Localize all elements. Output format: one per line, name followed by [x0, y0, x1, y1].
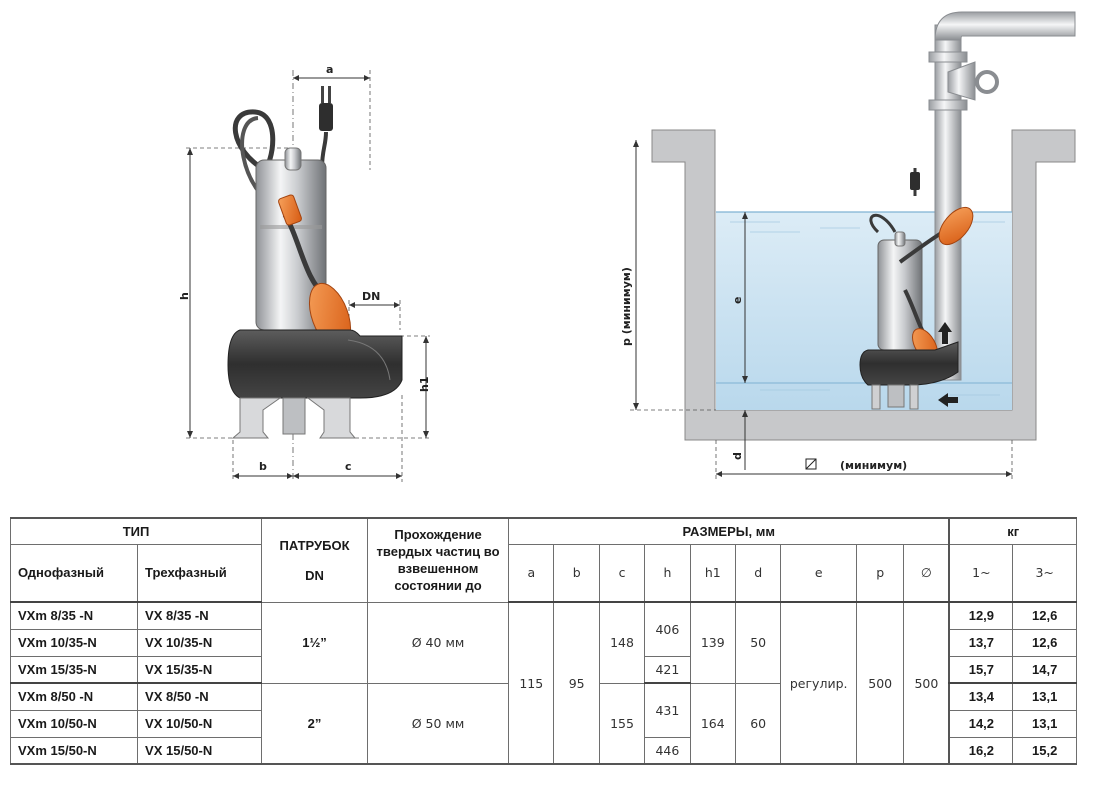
model-single: VXm 15/50-N — [9, 736, 139, 765]
e-value: регулир. — [780, 601, 857, 765]
table-row: VXm 10/35-N VX 10/35-N 13,7 12,6 — [9, 628, 1077, 657]
table-row: VXm 10/50-N VX 10/50-N 14,2 13,1 — [9, 709, 1077, 738]
model-single: VXm 15/35-N — [9, 655, 139, 684]
col-p: p — [855, 543, 905, 603]
solids-value: Ø 40 мм — [366, 601, 510, 684]
flow-in-arrow-icon — [938, 393, 958, 407]
h-value: 421 — [644, 655, 691, 684]
dim-dn: DN — [362, 290, 380, 303]
kg-1ph: 15,7 — [948, 655, 1014, 684]
a-value: 115 — [508, 601, 555, 765]
col-kg-1ph: 1~ — [948, 543, 1014, 603]
dim-h1: h1 — [418, 377, 431, 393]
col-e: e — [780, 543, 857, 603]
d-value: 50 — [734, 601, 782, 684]
model-three: VX 15/35-N — [137, 655, 263, 684]
col-diam: ∅ — [903, 543, 950, 603]
valve-handle-icon — [975, 70, 999, 94]
h-value: 446 — [644, 736, 691, 765]
pump-drawings: a h h1 DN b c — [178, 11, 1076, 482]
model-three: VX 10/50-N — [137, 709, 263, 738]
col-kg-3ph: 3~ — [1012, 543, 1077, 603]
col-a: a — [508, 543, 555, 603]
dim-c: c — [345, 460, 352, 473]
header-solids: Прохождение твердых частиц во взвешенном… — [366, 517, 510, 603]
kg-1ph: 16,2 — [948, 736, 1014, 765]
dim-h: h — [178, 292, 191, 300]
diam-value: 500 — [903, 601, 950, 765]
kg-1ph: 13,4 — [948, 682, 1014, 711]
col-c: c — [598, 543, 646, 603]
solids-value: Ø 50 мм — [366, 682, 510, 765]
col-b: b — [553, 543, 600, 603]
header-single-phase: Однофазный — [9, 543, 139, 603]
c-value: 148 — [598, 601, 646, 684]
kg-1ph: 12,9 — [948, 601, 1014, 630]
model-three: VX 15/50-N — [137, 736, 263, 765]
pump-dimension-drawing: a h h1 DN b c — [178, 63, 431, 482]
table-row: VXm 15/35-N VX 15/35-N 421 15,7 14,7 — [9, 655, 1077, 684]
header-three-phase: Трехфазный — [137, 543, 263, 603]
c-value: 155 — [598, 682, 646, 765]
kg-3ph: 13,1 — [1012, 682, 1077, 711]
kg-1ph: 13,7 — [948, 628, 1014, 657]
plug-icon — [319, 103, 333, 131]
model-three: VX 8/50 -N — [137, 682, 263, 711]
table-row: VXm 8/35 -N VX 8/35 -N 1½” Ø 40 мм 115 9… — [9, 601, 1077, 765]
kg-3ph: 13,1 — [1012, 709, 1077, 738]
p-value: 500 — [855, 601, 905, 765]
h1-value: 139 — [689, 601, 736, 684]
table-row: VXm 8/50 -N VX 8/50 -N 2” Ø 50 мм 155 43… — [9, 682, 1077, 765]
kg-3ph: 15,2 — [1012, 736, 1077, 765]
d-value: 60 — [734, 682, 782, 765]
h1-value: 164 — [689, 682, 736, 765]
dn-value: 2” — [261, 682, 368, 765]
kg-1ph: 14,2 — [948, 709, 1014, 738]
dim-b: b — [259, 460, 267, 473]
dim-e: e — [731, 297, 744, 304]
h-value: 406 — [644, 601, 691, 657]
model-three: VX 8/35 -N — [137, 601, 263, 630]
model-single: VXm 8/35 -N — [9, 601, 139, 630]
table-row: VXm 15/50-N VX 15/50-N 446 16,2 15,2 — [9, 736, 1077, 765]
col-d: d — [734, 543, 782, 603]
model-single: VXm 8/50 -N — [9, 682, 139, 711]
dim-d: d — [731, 452, 744, 460]
dim-p: p (минимум) — [620, 267, 633, 346]
dn-value: 1½” — [261, 601, 368, 684]
dim-diam: (минимум) — [840, 459, 907, 472]
model-single: VXm 10/50-N — [9, 709, 139, 738]
kg-3ph: 12,6 — [1012, 628, 1077, 657]
kg-3ph: 12,6 — [1012, 601, 1077, 630]
model-three: VX 10/35-N — [137, 628, 263, 657]
installation-drawing: p (минимум) e d (минимум) — [620, 11, 1076, 480]
b-value: 95 — [553, 601, 600, 765]
flow-up-arrow-icon — [938, 322, 952, 344]
header-tip: ТИП — [9, 517, 263, 545]
h-value: 431 — [644, 682, 691, 738]
model-single: VXm 10/35-N — [9, 628, 139, 657]
kg-3ph: 14,7 — [1012, 655, 1077, 684]
col-h1: h1 — [689, 543, 736, 603]
diameter-symbol-icon — [805, 458, 817, 470]
dim-a: a — [326, 63, 333, 76]
header-kg: кг — [948, 517, 1078, 545]
col-h: h — [644, 543, 691, 603]
header-sizes: РАЗМЕРЫ, мм — [508, 517, 950, 545]
